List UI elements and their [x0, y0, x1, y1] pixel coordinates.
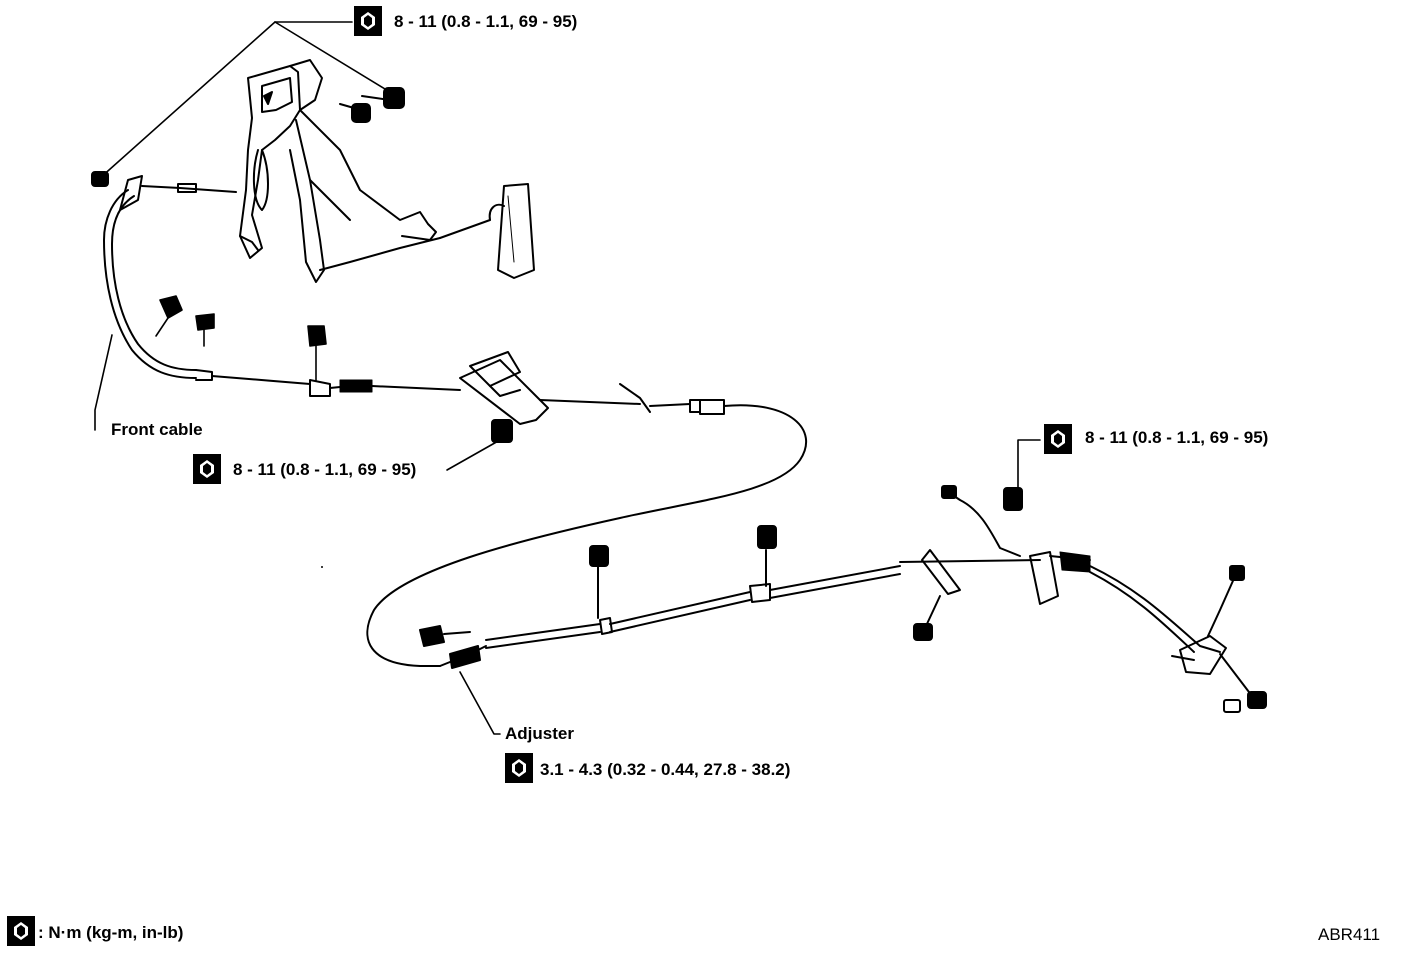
rear-cable-adjuster-section [419, 485, 1267, 713]
torque-spec-middle-left: 8 - 11 (0.8 - 1.1, 69 - 95) [233, 460, 417, 479]
figure-id: ABR411 [1318, 925, 1381, 944]
torque-wrench-icon [193, 454, 221, 484]
torque-wrench-icon [354, 6, 382, 36]
parking-brake-lever-assembly [91, 59, 535, 283]
leader-lines [94, 21, 1041, 735]
torque-spec-adjuster: 3.1 - 4.3 (0.32 - 0.44, 27.8 - 38.2) [540, 760, 791, 779]
equalizer-bracket [459, 351, 549, 443]
torque-spec-top: 8 - 11 (0.8 - 1.1, 69 - 95) [394, 12, 578, 31]
torque-wrench-icon [505, 753, 533, 783]
front-cable-label: Front cable [111, 420, 203, 439]
units-legend: : N·m (kg-m, in-lb) [38, 923, 184, 942]
front-cable [103, 175, 461, 397]
rear-cable-loop [366, 383, 808, 667]
adjuster-label: Adjuster [505, 724, 574, 743]
torque-spec-right: 8 - 11 (0.8 - 1.1, 69 - 95) [1085, 428, 1269, 447]
torque-wrench-icon [1044, 424, 1072, 454]
torque-wrench-icon [7, 916, 35, 946]
